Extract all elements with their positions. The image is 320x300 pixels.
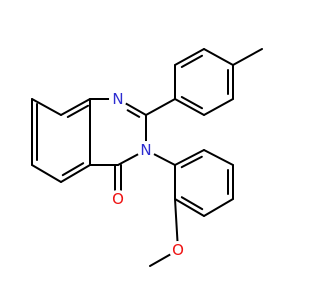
bond-n3-m1	[152, 153, 176, 166]
atom-label-layer: N N O O	[109, 90, 187, 259]
bond-b1-b2	[60, 98, 91, 116]
bond-m1-m2	[174, 149, 205, 166]
bond-m5-m6	[174, 198, 205, 217]
molecule-structure: N N O O	[31, 48, 263, 267]
bond-c2-t1	[145, 98, 176, 116]
bond-t5-t6	[203, 98, 234, 116]
bond-m4-m5	[203, 198, 234, 217]
bond-t6-t1-double	[180, 96, 204, 110]
bond-b1-b2-double	[66, 104, 90, 118]
bond-n1-c2	[124, 102, 147, 116]
bond-layer	[31, 48, 263, 267]
bond-b5-b6	[60, 164, 91, 183]
bond-b5-b6-double	[61, 162, 85, 177]
bond-b2-b3	[31, 98, 62, 116]
bond-t3-t4	[203, 48, 234, 66]
atom-o-methoxy: O	[169, 241, 187, 259]
bond-b4-b5	[31, 164, 62, 183]
bond-o-methyl	[149, 253, 172, 267]
bond-t2-t3	[174, 48, 205, 66]
atom-n1-label: N	[112, 90, 123, 108]
bond-t4-methyl	[232, 48, 263, 66]
atom-n3: N	[137, 141, 155, 159]
bond-m5-m6-double	[180, 196, 204, 211]
bond-m1-m2-double	[180, 155, 203, 169]
bond-m2-m3	[203, 149, 234, 166]
atom-n1: N	[109, 90, 127, 108]
atom-o-methoxy-label: O	[172, 241, 184, 259]
bond-n3-c4	[117, 153, 140, 166]
bond-n1-c2-double	[126, 109, 141, 118]
atom-o-carbonyl-label: O	[112, 190, 124, 208]
atom-n3-label: N	[140, 141, 151, 159]
bond-t6-t1	[174, 98, 205, 116]
bond-m6-o	[174, 198, 179, 243]
bond-t2-t3-double	[180, 54, 204, 68]
atom-o-carbonyl: O	[109, 190, 127, 208]
